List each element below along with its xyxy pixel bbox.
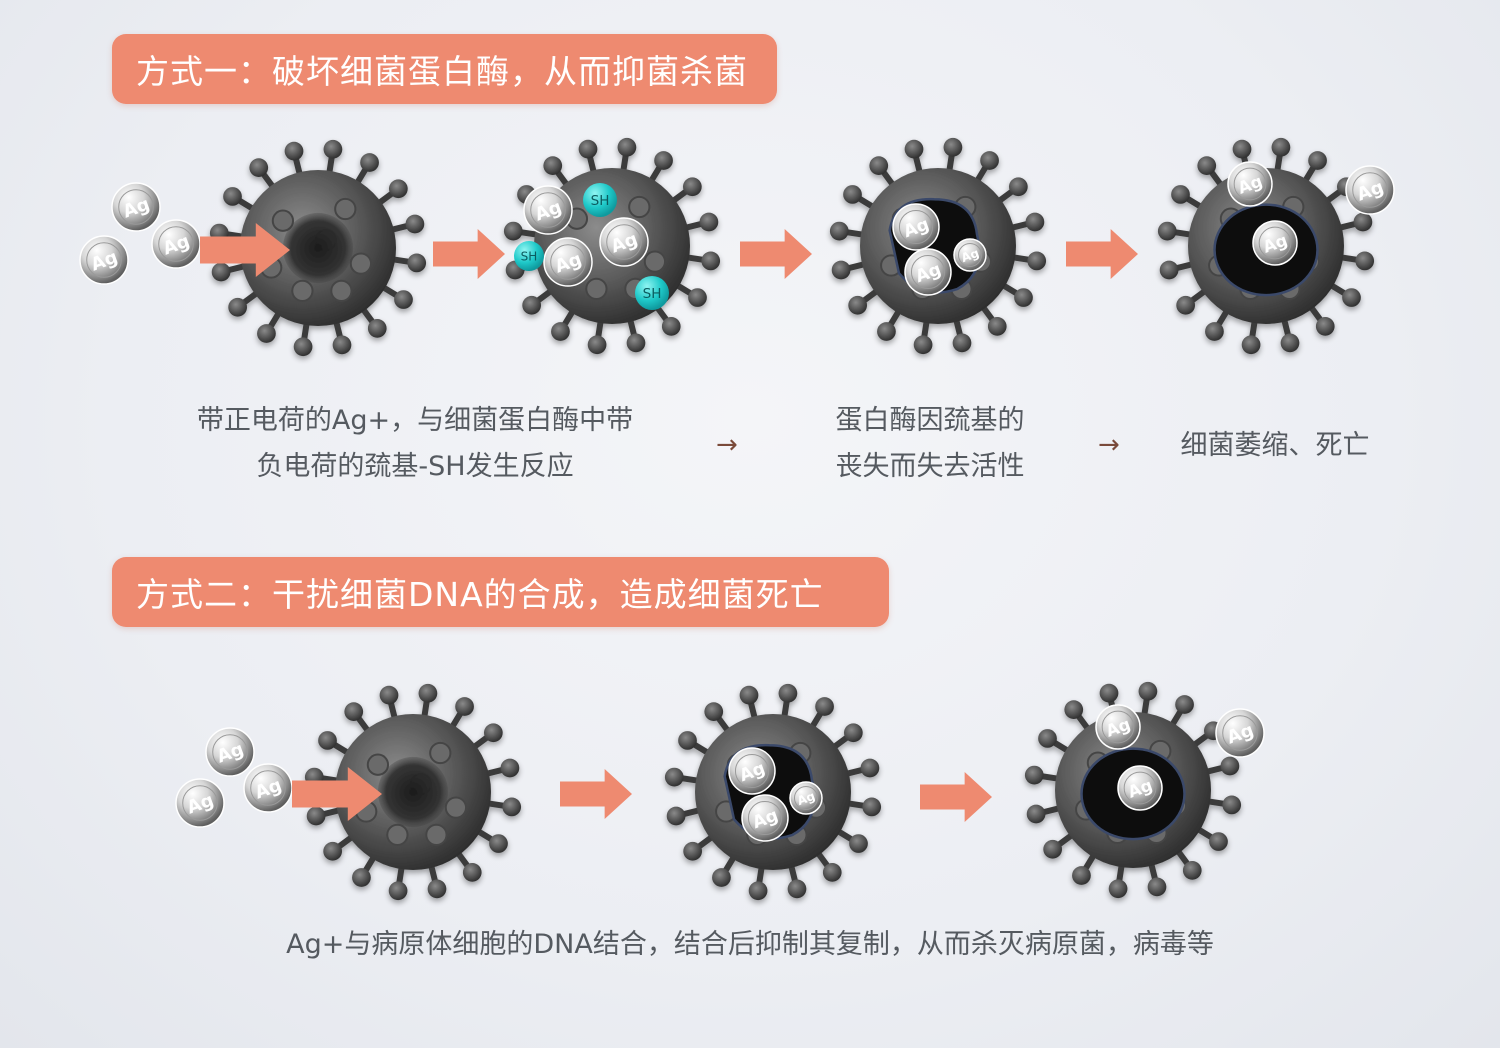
process-arrow-5 [920,772,992,822]
process-arrow-1 [433,229,505,279]
silver-ion-1c: Ag [80,236,128,284]
sulfhydryl-3: SH [635,276,669,310]
method2-description: Ag+与病原体细胞的DNA结合，结合后抑制其复制，从而杀灭病原菌，病毒等 [200,922,1300,968]
silver-ion-4a: Ag [1228,162,1272,206]
silver-ion-2c: Ag [544,238,592,286]
silver-ion-5a: Ag [206,728,254,776]
caption-arrow-1: → [716,430,738,460]
sulfhydryl-label: SH [591,193,610,209]
step3-line1: 细菌萎缩、死亡 [1160,423,1390,469]
bacterium-6-inactivated [665,684,881,900]
silver-ion-6b: Ag [742,795,788,841]
silver-ion-7b: Ag [1216,709,1264,757]
step3-caption: 细菌萎缩、死亡 [1160,423,1390,469]
silver-ion-1b: Ag [152,220,200,268]
sulfhydryl-1: SH [583,183,617,217]
step1-caption: 带正电荷的Ag+，与细菌蛋白酶中带 负电荷的巯基-SH发生反应 [160,398,670,490]
sulfhydryl-label: SH [521,250,538,264]
step1-line2: 负电荷的巯基-SH发生反应 [160,444,670,490]
process-arrow-4 [560,769,632,819]
silver-ion-2b: Ag [600,218,648,266]
step2-caption: 蛋白酶因巯基的 丧失而失去活性 [810,398,1050,490]
step2-line2: 丧失而失去活性 [810,444,1050,490]
silver-ion-3c: Ag [954,239,986,271]
silver-ion-5b: Ag [244,764,292,812]
sulfhydryl-label: SH [643,286,662,302]
process-arrow-3 [1066,229,1138,279]
silver-ion-1a: Ag [112,183,160,231]
process-arrow-2 [740,229,812,279]
silver-ion-3b: Ag [905,249,951,295]
sulfhydryl-2: SH [514,241,544,271]
silver-ion-7c: Ag [1118,766,1162,810]
caption-arrow-2: → [1098,430,1120,460]
step2-line1: 蛋白酶因巯基的 [810,398,1050,444]
step1-line1: 带正电荷的Ag+，与细菌蛋白酶中带 [160,398,670,444]
silver-ion-6a: Ag [729,748,775,794]
silver-ion-5c: Ag [176,779,224,827]
silver-ion-4c: Ag [1253,221,1297,265]
silver-ion-7a: Ag [1096,705,1140,749]
silver-ion-3a: Ag [893,204,939,250]
silver-ion-2a: Ag [524,186,572,234]
silver-ion-6c: Ag [790,782,822,814]
silver-ion-4b: Ag [1346,166,1394,214]
bacterium-3-inactivated [830,138,1046,354]
